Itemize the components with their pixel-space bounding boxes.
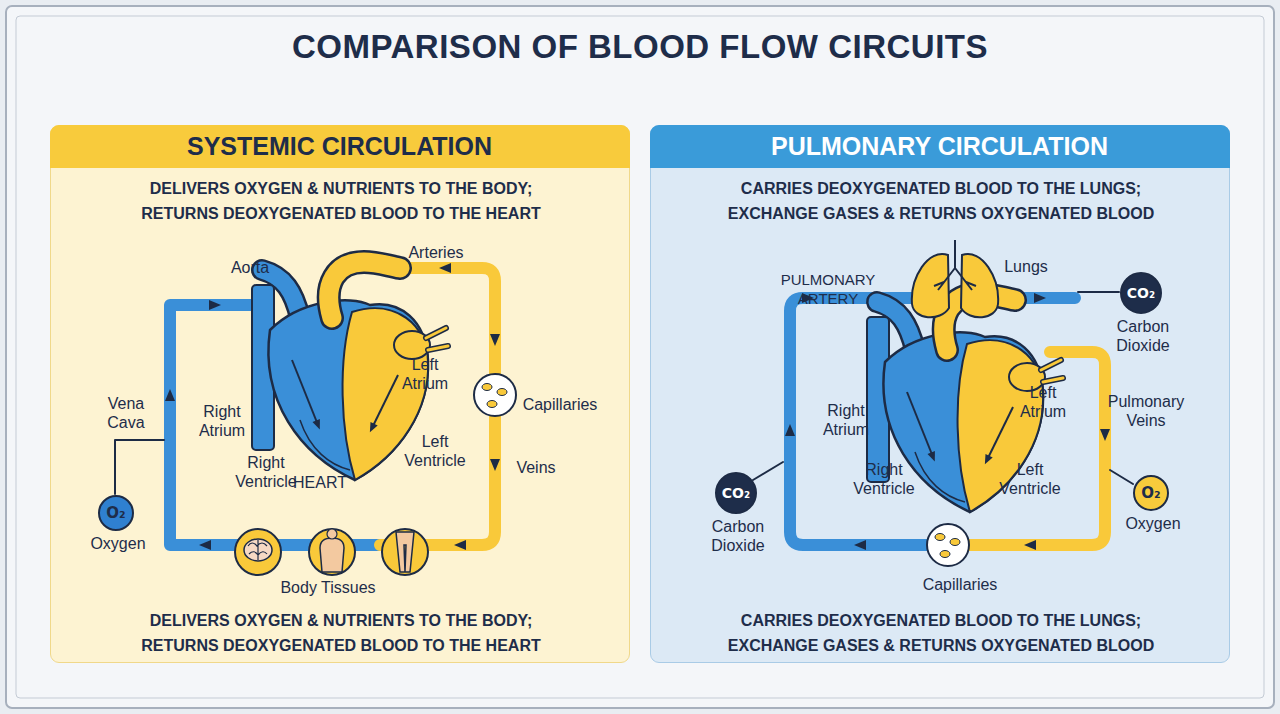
part-label: Arteries	[396, 243, 476, 262]
part-label: Capillaries	[915, 575, 1005, 594]
part-label: Capillaries	[515, 395, 605, 414]
part-label: Aorta	[220, 258, 280, 277]
capillary-icon	[474, 374, 516, 416]
panel-heading: PULMONARY CIRCULATION	[650, 125, 1230, 168]
panel-description: DELIVERS OXYGEN & NUTRIENTS TO THE BODY;…	[121, 176, 561, 226]
part-label: Left Ventricle	[395, 432, 475, 470]
part-label: Left Atrium	[1013, 383, 1073, 421]
part-label: HEART	[290, 473, 350, 492]
gas-symbol: O₂	[1141, 484, 1160, 502]
part-label: Right Ventricle	[844, 460, 924, 498]
part-label: Body Tissues	[268, 578, 388, 597]
part-label: Left Ventricle	[990, 460, 1070, 498]
capillary-icon	[927, 524, 969, 566]
gas-symbol: O₂	[106, 504, 125, 522]
part-label: Right Atrium	[816, 401, 876, 439]
gas-name: Oxygen	[68, 534, 168, 553]
body-tissue-icons	[235, 529, 428, 575]
gas-circle: CO₂Carbon Dioxide	[1120, 272, 1162, 314]
diagram-title: COMPARISON OF BLOOD FLOW CIRCUITS	[0, 28, 1280, 66]
part-label: PULMONARY ARTERY	[773, 270, 883, 308]
panel-description: DELIVERS OXYGEN & NUTRIENTS TO THE BODY;…	[121, 608, 561, 658]
gas-name: Oxygen	[1103, 514, 1203, 533]
gas-circle: O₂Oxygen	[98, 495, 134, 531]
gas-circle: O₂Oxygen	[1133, 475, 1169, 511]
part-label: Veins	[506, 458, 566, 477]
panel-heading: SYSTEMIC CIRCULATION	[50, 125, 630, 168]
gas-symbol: CO₂	[722, 485, 750, 501]
panel-description: CARRIES DEOXYGENATED BLOOD TO THE LUNGS;…	[711, 176, 1171, 226]
gas-symbol: CO₂	[1127, 285, 1155, 301]
panel-description: CARRIES DEOXYGENATED BLOOD TO THE LUNGS;…	[711, 608, 1171, 658]
gas-name: Carbon Dioxide	[1108, 317, 1178, 355]
part-label: Pulmonary Veins	[1101, 392, 1191, 430]
part-label: Vena Cava	[101, 394, 151, 432]
gas-circle: CO₂Carbon Dioxide	[715, 472, 757, 514]
part-label: Lungs	[996, 257, 1056, 276]
gas-name: Carbon Dioxide	[703, 517, 773, 555]
part-label: Right Atrium	[192, 402, 252, 440]
part-label: Left Atrium	[395, 355, 455, 393]
